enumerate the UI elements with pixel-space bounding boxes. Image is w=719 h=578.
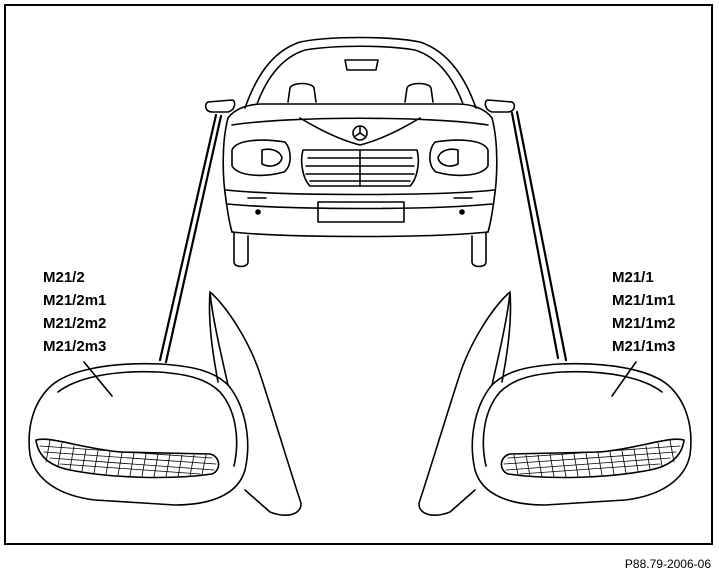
label-m21-1m1: M21/1m1 [612, 292, 676, 309]
label-m21-1m2: M21/1m2 [612, 315, 676, 332]
right-mirror [418, 291, 692, 516]
diagram-frame [4, 4, 713, 545]
label-m21-2m1: M21/2m1 [43, 292, 107, 309]
car-front-view [204, 36, 516, 268]
label-m21-2m3: M21/2m3 [43, 338, 107, 355]
label-m21-2: M21/2 [43, 269, 85, 286]
left-mirror [28, 291, 302, 516]
label-m21-1: M21/1 [612, 269, 654, 286]
reference-code: P88.79-2006-06 [624, 557, 711, 571]
pointer-lines [158, 110, 568, 364]
label-m21-1m3: M21/1m3 [612, 338, 676, 355]
label-m21-2m2: M21/2m2 [43, 315, 107, 332]
right-mirror-labels: M21/1 M21/1m1 M21/1m2 M21/1m3 [612, 266, 675, 358]
left-mirror-labels: M21/2 M21/2m1 M21/2m2 M21/2m3 [43, 266, 106, 358]
